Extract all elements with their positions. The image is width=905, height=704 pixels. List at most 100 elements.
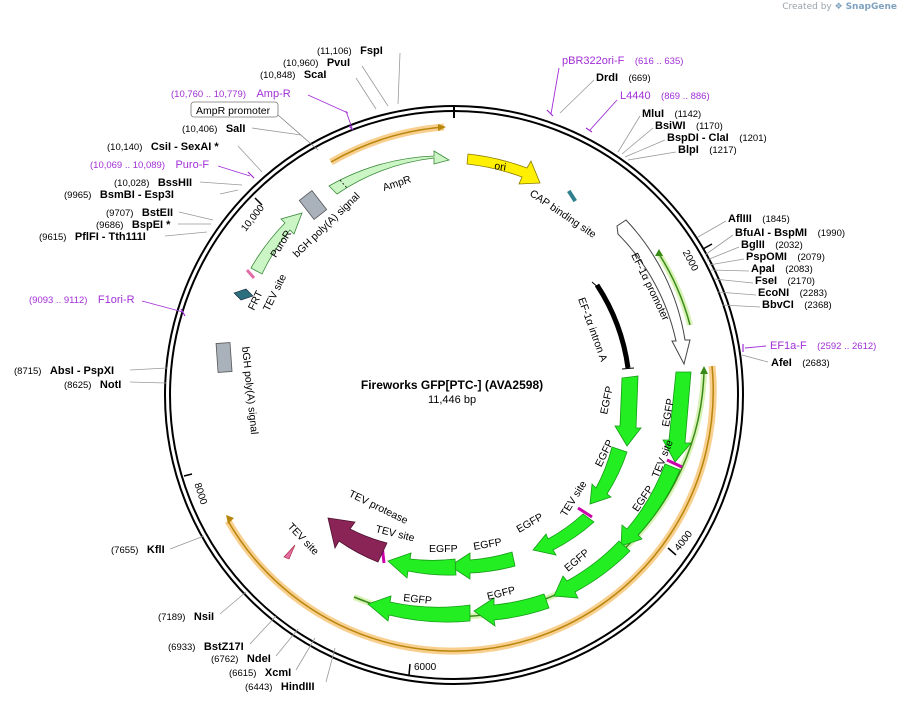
site-xcmi: (6615) XcmI xyxy=(229,663,291,680)
tick-2000: 2000 xyxy=(680,248,700,273)
site-bstz17i: (6933) BstZ17I xyxy=(168,637,244,654)
site-bfuai-bspmi: BfuAI - BspMI (1990) xyxy=(735,223,845,240)
ori-feature: ori xyxy=(466,153,541,185)
tev-site-left-label: TEV site xyxy=(261,272,289,313)
egfp-inner-3 xyxy=(532,513,595,556)
ampr-promoter-box: AmpR promoter xyxy=(190,101,319,151)
site-noti: (8625) NotI xyxy=(64,375,121,392)
egfp-inner-track: EGFP EGFP TEV site EGFP EGFP EGFP TEV si… xyxy=(374,375,642,580)
plasmid-length: 11,446 bp xyxy=(428,394,476,406)
egfp-outer-1 xyxy=(662,371,692,463)
primer-labels: pBR322ori-F (616 .. 635) L4440 (869 .. 8… xyxy=(29,51,876,353)
primer-amp-r: (10,760 .. 10,779) Amp-R xyxy=(171,84,291,101)
site-pvui: (10,960) PvuI xyxy=(283,53,350,70)
credit-brand: SnapGene xyxy=(845,2,897,12)
cap-binding-site-label: CAP binding site xyxy=(527,188,598,241)
egfp-outer-5 xyxy=(367,595,471,623)
site-labels-right: (11,106) FspI (10,960) PvuI (10,848) Sca… xyxy=(260,41,845,370)
tev-site-lower-marker xyxy=(283,544,296,560)
site-blpi: BlpI (1217) xyxy=(678,140,737,157)
egfp-inner-3-label: EGFP xyxy=(515,511,546,536)
tev-site-left-marker xyxy=(245,269,256,279)
egfp-inner-4-label: EGFP xyxy=(472,536,502,553)
tev-protease-label: TEV protease xyxy=(347,488,410,527)
site-bspei: (9686) BspEI * xyxy=(96,215,171,232)
credit-prefix: Created by xyxy=(782,2,832,12)
egfp-outer-4-label: EGFP xyxy=(486,584,517,603)
site-bbvci: BbvCI (2368) xyxy=(762,295,832,312)
site-hindiii: (6443) HindIII xyxy=(245,677,315,694)
site-fspi: (11,106) FspI xyxy=(317,41,383,58)
orf-main xyxy=(224,365,717,655)
puror-feature: PuroR xyxy=(250,212,303,275)
egfp-outer-5-label: EGFP xyxy=(403,592,433,607)
site-kfli: (7655) KflI xyxy=(111,540,165,557)
egfp-inner-4 xyxy=(449,551,516,580)
egfp-inner-5-label: EGFP xyxy=(429,543,458,555)
site-afei: AfeI (2683) xyxy=(771,353,830,370)
site-labels-left: (10,406) SalI (10,140) CsiI - SexAI * (1… xyxy=(14,119,336,694)
tick-6000-mark xyxy=(408,663,411,676)
tick-6000: 6000 xyxy=(414,662,437,673)
site-drdi: DrdI (669) xyxy=(596,68,651,85)
egfp-outer-4 xyxy=(473,593,550,627)
site-fsei: FseI (2170) xyxy=(755,271,815,288)
egfp-inner-1 xyxy=(614,375,642,447)
site-bglii: BglII (2032) xyxy=(741,235,803,252)
egfp-inner-1-label: EGFP xyxy=(598,385,616,415)
tick-8000-mark xyxy=(183,473,193,477)
frt-marker xyxy=(233,288,254,301)
primer-ef1a-f: EF1a-F (2592 .. 2612) xyxy=(770,336,876,353)
tick-10000: 10,000 xyxy=(239,203,267,234)
bgh-upper-feature xyxy=(298,190,328,220)
site-bsshii: (10,028) BssHII xyxy=(114,173,192,190)
site-bsteii: (9707) BstEII xyxy=(106,203,173,220)
primer-l4440: L4440 (869 .. 886) xyxy=(620,86,710,103)
egfp-outer-3 xyxy=(553,540,631,599)
site-bsiwi: BsiWI (1170) xyxy=(655,116,723,133)
cap-binding-site-marker xyxy=(567,189,577,203)
site-pspomi: PspOMI (2079) xyxy=(746,247,825,264)
site-apai: ApaI (2083) xyxy=(751,259,813,276)
egfp-inner-2 xyxy=(589,446,628,505)
tick-4000-mark xyxy=(667,547,677,556)
egfp-inner-5 xyxy=(387,552,457,579)
site-econi: EcoNI (2283) xyxy=(758,283,827,300)
egfp-outer-1-label: EGFP xyxy=(660,398,677,428)
site-ndei: (6762) NdeI xyxy=(211,649,271,666)
orf-ampr xyxy=(329,123,446,166)
bgh-left-feature xyxy=(215,342,233,373)
bgh-left-label: bGH poly(A) signal xyxy=(239,346,260,435)
ef1a-intron-label: EF-1α intron A xyxy=(575,296,609,363)
plasmid-title: Fireworks GFP[PTC-] (AVA2598) xyxy=(361,378,543,392)
ampr-feature: AmpR xyxy=(328,150,451,195)
primer-f1ori-r: (9093 .. 9112) F1ori-R xyxy=(29,290,135,307)
primer-puro-f: (10,069 .. 10,089) Puro-F xyxy=(90,155,209,172)
ef1a-intron-feature: EF-1α intron A xyxy=(575,281,635,370)
tev-site-inner-marker xyxy=(577,506,593,519)
site-absi-pspxi: (8715) AbsI - PspXI xyxy=(14,361,114,378)
orf-ef1a xyxy=(655,249,693,326)
credit: Created by ❖ SnapGene xyxy=(782,2,897,12)
tev-site-outer-marker xyxy=(666,458,683,469)
egfp-outer-2 xyxy=(620,463,681,547)
site-bsmbi-esp3i: (9965) BsmBI - Esp3I xyxy=(64,185,174,202)
tick-2000-mark xyxy=(702,243,713,250)
site-bspdi-clai: BspDI - ClaI (1201) xyxy=(667,128,767,145)
egfp-outer-track: EGFP TEV site EGFP EGFP EGFP EGFP xyxy=(367,371,692,627)
tick-8000: 8000 xyxy=(191,482,208,507)
site-sali: (10,406) SalI xyxy=(182,119,245,136)
site-afliii: AflIII (1845) xyxy=(728,209,790,226)
site-scai: (10,848) ScaI xyxy=(260,65,326,82)
primer-pbr322ori-f: pBR322ori-F (616 .. 635) xyxy=(562,51,683,68)
tick-10000-mark xyxy=(254,197,263,206)
site-nsii: (7189) NsiI xyxy=(158,607,214,624)
ori-label: ori xyxy=(494,160,507,174)
tev-protease-feature: TEV protease xyxy=(327,488,410,563)
site-csii-sexai: (10,140) CsiI - SexAI * xyxy=(107,137,219,154)
site-pflfi-tth111i: (9615) PflFI - Tth111I xyxy=(39,227,146,244)
snapgene-logo-icon: ❖ xyxy=(834,2,843,12)
site-mlui: MluI (1142) xyxy=(642,104,701,121)
